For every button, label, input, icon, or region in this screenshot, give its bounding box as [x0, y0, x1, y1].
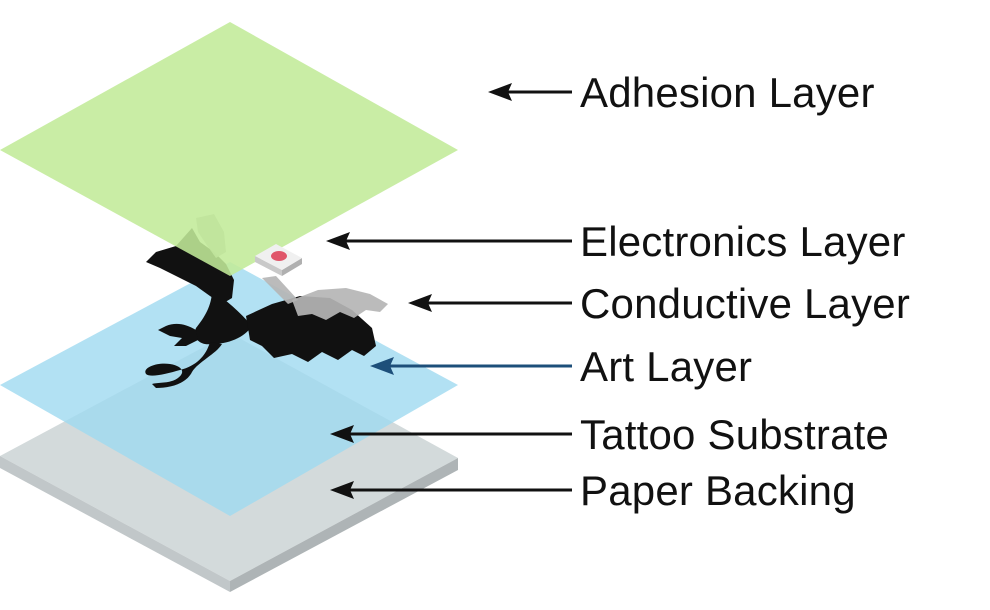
electronics-chip-side-right	[282, 258, 302, 276]
arrow-conductive-head	[408, 294, 432, 312]
dragon-tail	[145, 342, 222, 388]
label-arrows	[326, 83, 572, 499]
paper-backing-left-edge	[0, 456, 230, 592]
electronics-chip-side	[255, 256, 282, 276]
arrow-adhesion-head	[488, 83, 512, 101]
label-paper-backing: Paper Backing	[580, 467, 856, 514]
dragon-body	[194, 290, 252, 345]
electronics-layer	[255, 244, 302, 276]
layer-labels: Adhesion Layer Electronics Layer Conduct…	[580, 69, 910, 514]
conductive-trace-link	[262, 276, 298, 304]
electronics-dot	[271, 251, 287, 261]
label-electronics-layer: Electronics Layer	[580, 218, 906, 265]
label-adhesion-layer: Adhesion Layer	[580, 69, 875, 116]
label-conductive-layer: Conductive Layer	[580, 280, 910, 327]
label-art-layer: Art Layer	[580, 343, 752, 390]
arrow-art-head	[370, 357, 394, 375]
arrow-substrate-head	[330, 425, 354, 443]
arrow-electronics-head	[326, 232, 350, 250]
arrow-backing-head	[330, 481, 354, 499]
conductive-trace-right	[292, 288, 388, 320]
adhesion-layer	[0, 22, 458, 276]
dragon-head	[158, 323, 198, 346]
dragon-left-wing	[146, 228, 234, 304]
label-tattoo-substrate: Tattoo Substrate	[580, 411, 889, 458]
